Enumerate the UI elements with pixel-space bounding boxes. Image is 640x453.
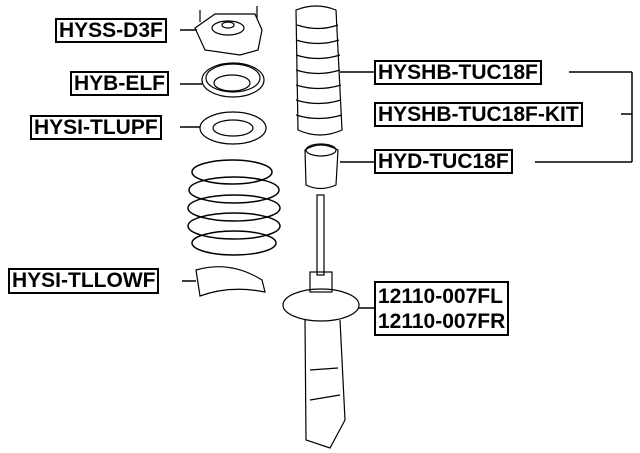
bump-stop-drawing	[304, 143, 339, 190]
part-label-strut-left[interactable]: 12110-007FL	[378, 285, 503, 308]
top-mount-drawing	[194, 6, 263, 56]
part-label-bearing[interactable]: HYB-ELF	[70, 71, 169, 96]
upper-insulator-drawing	[199, 111, 267, 145]
dust-boot-drawing	[295, 5, 343, 136]
part-label-strut-right[interactable]: 12110-007FR	[378, 310, 506, 333]
lower-insulator-drawing	[195, 266, 266, 297]
part-label-strut[interactable]: 12110-007FL 12110-007FR	[374, 281, 510, 336]
part-label-boot[interactable]: HYSHB-TUC18F	[374, 60, 542, 85]
part-label-lower-insulator[interactable]: HYSI-TLLOWF	[8, 268, 160, 294]
strut-assembly-drawing	[282, 194, 360, 449]
bearing-drawing	[201, 62, 265, 98]
coil-spring-drawing	[187, 159, 281, 256]
part-label-boot-kit[interactable]: HYSHB-TUC18F-KIT	[374, 102, 583, 127]
part-label-bump-stop[interactable]: HYD-TUC18F	[374, 149, 513, 174]
part-label-upper-insulator[interactable]: HYSI-TLUPF	[30, 115, 162, 140]
part-label-top-mount[interactable]: HYSS-D3F	[55, 18, 167, 43]
leader-lines	[180, 29, 633, 309]
